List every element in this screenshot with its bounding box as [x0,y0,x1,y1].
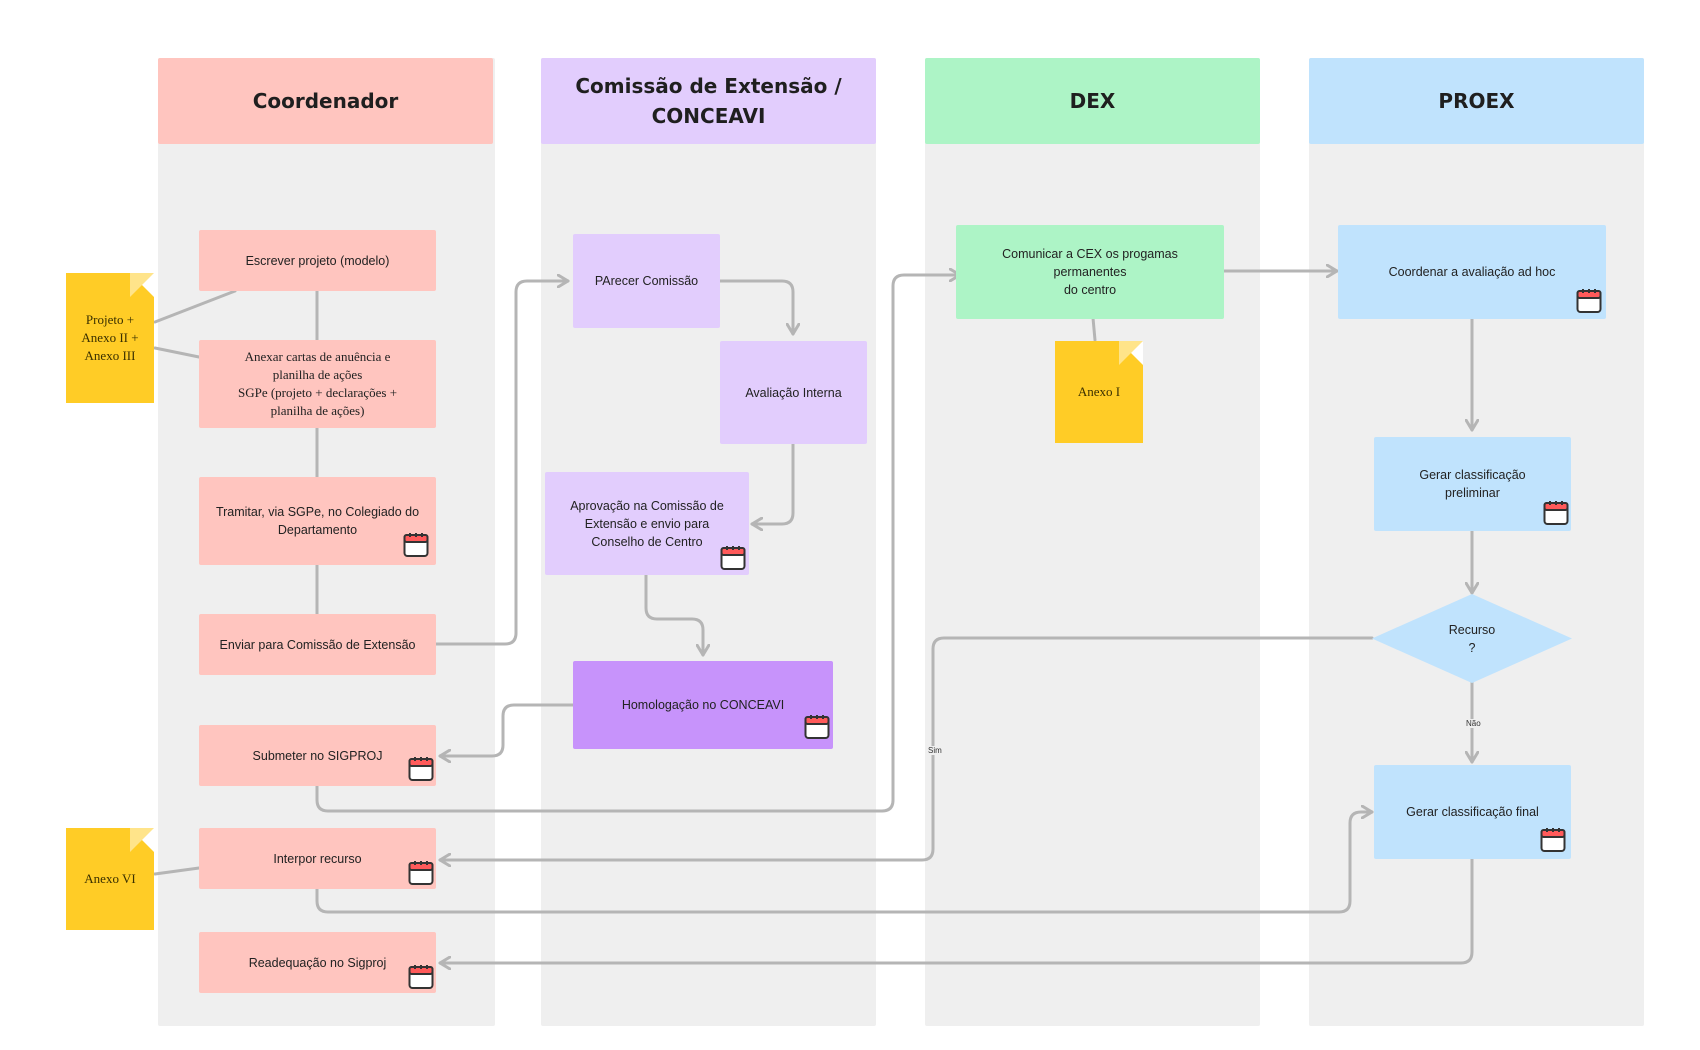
edge-label-sim: Sim [926,746,944,755]
node-comunicar-cex[interactable]: Comunicar a CEX os progamas permanentes … [956,225,1224,319]
edge-enviar-parecer [434,281,570,646]
calendar-icon [408,861,434,885]
node-aprovacao-comissao[interactable]: Aprovação na Comissão de Extensão e envi… [545,472,749,575]
edge-final-readequacao [438,857,1474,963]
node-avaliacao-interna[interactable]: Avaliação Interna [720,341,867,444]
lane-title-proex: PROEX [1438,89,1515,113]
calendar-icon [408,965,434,989]
document-label-anexo-i: Anexo I [1077,384,1121,399]
node-label-submeter-sigproj: Submeter no SIGPROJ [252,748,383,763]
lane-proex [1309,58,1644,1026]
calendar-icon [1576,289,1602,313]
node-interpor-recurso[interactable]: Interpor recurso [199,828,436,889]
node-gerar-classificacao-preliminar[interactable]: Gerar classificação preliminar [1374,437,1571,531]
node-label-tramitar: Tramitar, via SGPe, no Colegiado do Depa… [215,505,420,537]
calendar-icon [1540,828,1566,852]
edge-homologacao-submeter [438,703,575,756]
lane-header-comissao: Comissão de Extensão / CONCEAVI [541,58,876,144]
node-anexar-cartas[interactable]: Anexar cartas de anuência e planilha de … [199,340,436,428]
node-label-avaliacao-interna: Avaliação Interna [745,385,842,400]
document-label-anexo-vi: Anexo VI [84,871,136,886]
node-label-homologacao-conceavi: Homologação no CONCEAVI [621,698,785,712]
edge-parecer-avaliacao [718,279,793,336]
lane-header-proex: PROEX [1309,58,1644,144]
decision-recurso[interactable] [1372,594,1572,683]
node-readequacao[interactable]: Readequação no Sigproj [199,932,436,993]
lane-title-coordenador: Coordenador [252,89,399,113]
lane-header-coordenador: Coordenador [158,58,493,144]
node-label-escrever-projeto: Escrever projeto (modelo) [245,253,390,268]
calendar-icon [1543,501,1569,525]
node-label-gerar-classificacao-final: Gerar classificação final [1406,805,1539,819]
node-label-anexar-cartas: Anexar cartas de anuência e planilha de … [237,349,398,418]
node-label-gerar-classificacao-preliminar: Gerar classificação preliminar [1419,468,1526,500]
lane-dex [925,58,1260,1026]
edge-anexo-vi-interpor [153,866,201,876]
document-anexo-i: Anexo I [1055,341,1143,443]
document-fold-shade [130,828,154,852]
lane-title-comissao-line2: CONCEAVI [651,104,766,128]
calendar-icon [804,715,830,739]
node-label-comunicar-cex: Comunicar a CEX os progamas permanentes … [1002,247,1178,297]
calendar-icon [408,757,434,781]
node-label-enviar-comissao: Enviar para Comissão de Extensão [219,637,416,652]
calendar-icon [720,546,746,570]
node-homologacao-conceavi[interactable]: Homologação no CONCEAVI [573,661,833,749]
document-projeto-anexos: Projeto + Anexo II + Anexo III [66,273,154,403]
node-parecer-comissao[interactable]: PArecer Comissão [573,234,720,328]
document-fold-shade [1119,341,1143,365]
document-anexo-vi: Anexo VI [66,828,154,930]
document-label-projeto-anexos: Projeto + Anexo II + Anexo III [81,312,139,363]
calendar-icon [403,533,429,557]
lane-title-dex: DEX [1069,89,1116,113]
node-label-parecer-comissao: PArecer Comissão [594,274,699,288]
edge-submeter-comunicar [315,275,962,813]
node-gerar-classificacao-final[interactable]: Gerar classificação final [1374,765,1571,859]
node-coordenar-avaliacao[interactable]: Coordenar a avaliação ad hoc [1338,225,1606,319]
node-escrever-projeto[interactable]: Escrever projeto (modelo) [199,230,436,291]
lane-header-dex: DEX [925,58,1260,144]
decision-label-recurso: Recurso ? [1448,623,1496,655]
lane-title-comissao-line1: Comissão de Extensão / [575,74,842,98]
node-tramitar[interactable]: Tramitar, via SGPe, no Colegiado do Depa… [199,477,436,565]
decision-recurso-label-box: Recurso ? [1422,614,1522,664]
node-submeter-sigproj[interactable]: Submeter no SIGPROJ [199,725,436,786]
edge-avaliacao-aprovacao [750,442,795,524]
node-enviar-comissao[interactable]: Enviar para Comissão de Extensão [199,614,436,675]
document-fold-shade [130,273,154,297]
node-label-coordenar-avaliacao: Coordenar a avaliação ad hoc [1388,265,1556,279]
edge-interpor-final [315,812,1374,914]
node-label-readequacao: Readequação no Sigproj [248,955,387,970]
edge-aprovacao-homologacao [644,572,703,657]
edge-doc-escrever [153,289,237,324]
edge-comunicar-anexo-i [1091,316,1097,342]
edge-label-nao: Não [1464,719,1483,728]
edge-doc-anexar [153,346,201,359]
node-label-interpor-recurso: Interpor recurso [273,851,362,866]
node-label-aprovacao-comissao: Aprovação na Comissão de Extensão e envi… [570,498,724,549]
